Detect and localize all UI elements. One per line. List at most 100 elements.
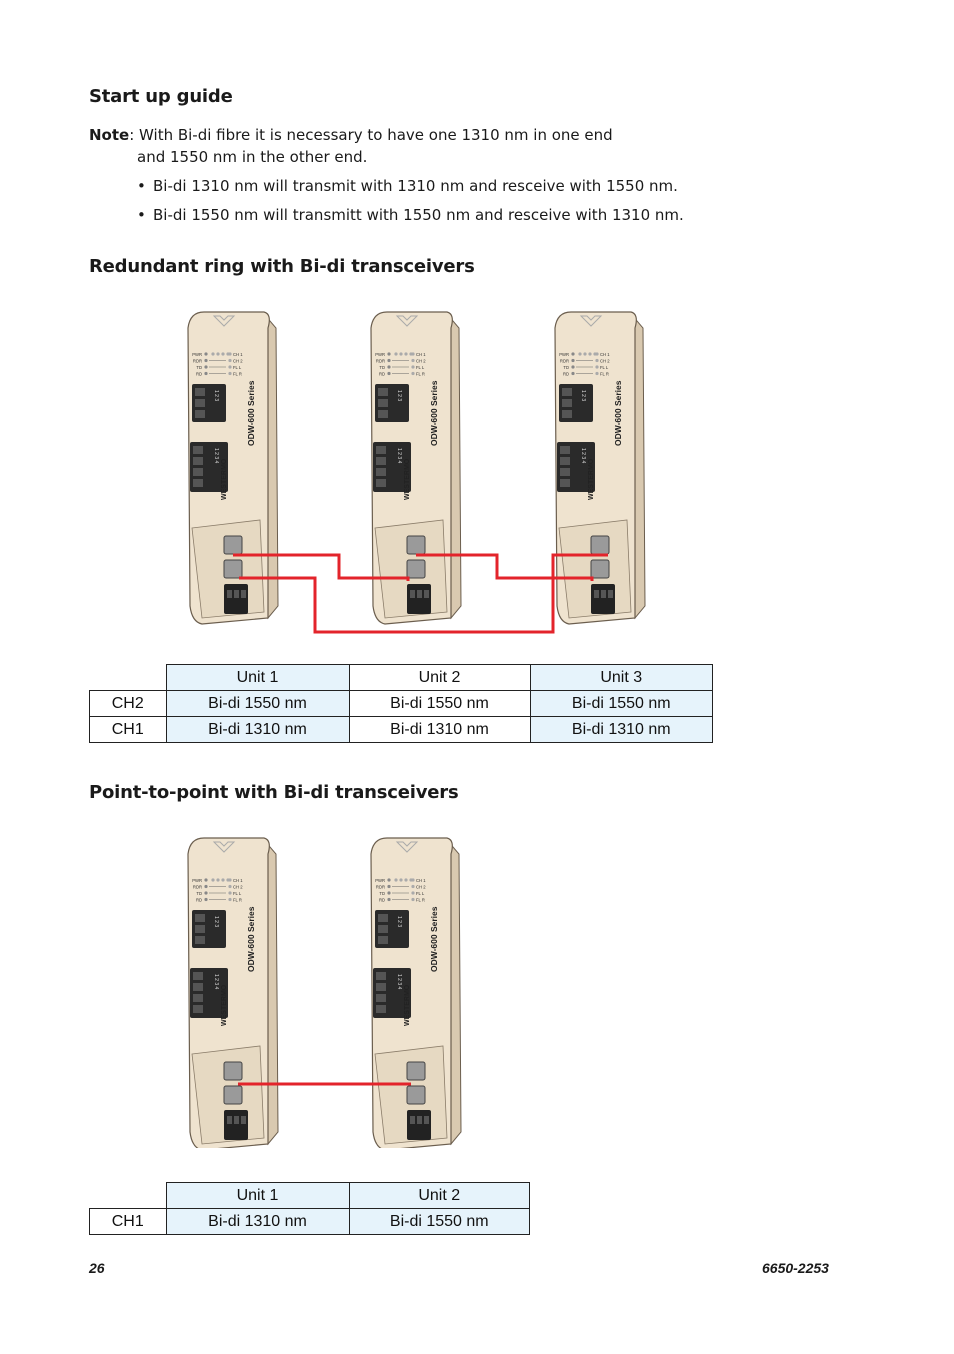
terminal-screw	[376, 972, 386, 980]
terminal-screw	[376, 983, 386, 991]
led-indicator	[387, 891, 391, 895]
led-label: TD	[379, 891, 385, 896]
terminal-screw	[378, 399, 388, 407]
table-header-cell: Unit 2	[348, 1182, 530, 1209]
led-label: CH 2	[233, 359, 243, 364]
table-cell: Bi-di 1310 nm	[165, 716, 350, 743]
power-connector	[224, 1110, 248, 1140]
led-label: FL L	[600, 365, 609, 370]
led-indicator	[411, 358, 415, 363]
power-pin	[594, 590, 599, 598]
led-indicator	[216, 352, 220, 356]
power-pin	[227, 1116, 232, 1124]
terminal-screw	[562, 388, 572, 396]
westermo-top-logo	[579, 315, 603, 327]
table-header-cell: Unit 3	[529, 664, 713, 691]
ring-heading: Redundant ring with Bi-di transceivers	[89, 256, 475, 277]
startup-heading: Start up guide	[89, 86, 233, 107]
led-label: RD	[196, 372, 202, 377]
power-pin	[241, 1116, 246, 1124]
series-label: ODW-600 Series	[429, 906, 439, 972]
led-label: RDR	[193, 885, 202, 890]
led-indicator	[571, 371, 575, 376]
terminal-screw	[193, 457, 203, 465]
led-indicator	[394, 352, 398, 356]
table-corner	[89, 1182, 167, 1209]
terminal-screw	[378, 925, 388, 933]
fibre-port-ch1	[223, 559, 243, 579]
led-indicator	[228, 884, 232, 889]
terminal-screw	[560, 468, 570, 476]
terminal-numbers: 1 2 3	[396, 390, 402, 401]
led-label: RDR	[560, 359, 569, 364]
terminal-screw	[378, 914, 388, 922]
led-indicator	[411, 884, 415, 889]
table-cell: Bi-di 1550 nm	[348, 690, 531, 717]
led-label: RD	[563, 372, 569, 377]
power-pin	[227, 590, 232, 598]
row-label: CH2	[89, 690, 167, 717]
power-pin	[608, 590, 613, 598]
led-label: PWR	[375, 352, 385, 357]
table-header-cell: Unit 1	[165, 1182, 350, 1209]
led-indicator	[204, 891, 208, 895]
led-indicator	[394, 878, 398, 882]
led-label: CH 1	[600, 352, 610, 357]
fibre-link	[239, 553, 608, 634]
power-pin	[601, 590, 606, 598]
terminal-screw	[193, 994, 203, 1002]
table-row: CH2 Bi-di 1550 nm Bi-di 1550 nm Bi-di 15…	[89, 690, 713, 717]
led-indicator	[571, 352, 575, 356]
led-label: RD	[379, 372, 385, 377]
led-label: FL R	[233, 372, 242, 377]
table-cell: Bi-di 1310 nm	[529, 716, 713, 743]
westermo-top-logo	[212, 315, 236, 327]
terminal-numbers: 1 2 3 4	[580, 448, 586, 464]
power-pin	[417, 590, 422, 598]
series-label: ODW-600 Series	[613, 380, 623, 446]
led-indicator	[211, 878, 215, 882]
terminal-screw	[195, 914, 205, 922]
westermo-top-logo	[395, 841, 419, 853]
led-label: FL L	[233, 365, 242, 370]
table-cell: Bi-di 1310 nm	[165, 1208, 350, 1235]
p2p-heading: Point-to-point with Bi-di transceivers	[89, 782, 459, 803]
terminal-screw	[195, 936, 205, 944]
led-indicator	[411, 878, 415, 882]
note-label: Note	[89, 126, 130, 144]
led-indicator	[399, 352, 403, 356]
led-label: CH 1	[416, 878, 426, 883]
led-indicator	[411, 352, 415, 356]
terminal-screw	[376, 479, 386, 487]
led-indicator	[387, 358, 391, 363]
terminal-screw	[562, 399, 572, 407]
brand-label: WESTERMO	[221, 458, 228, 500]
terminal-screw	[376, 457, 386, 465]
led-indicator	[204, 884, 208, 889]
westermo-top-logo	[395, 315, 419, 327]
terminal-numbers: 1 2 3 4	[213, 974, 219, 990]
led-indicator	[204, 365, 208, 369]
bullet-item: •Bi-di 1310 nm will transmit with 1310 n…	[137, 177, 678, 195]
led-indicator	[228, 365, 232, 369]
led-indicator	[571, 365, 575, 369]
brand-label: WESTERMO	[221, 984, 228, 1026]
power-pin	[424, 590, 429, 598]
terminal-numbers: 1 2 3 4	[396, 448, 402, 464]
terminal-numbers: 1 2 3	[213, 916, 219, 927]
led-indicator	[221, 352, 225, 356]
terminal-screw	[378, 936, 388, 944]
led-label: TD	[563, 365, 569, 370]
fibre-port-ch2	[223, 535, 243, 555]
note-paragraph: Note: With Bi-di fibre it is necessary t…	[89, 124, 613, 146]
note-line-1: : With Bi-di fibre it is necessary to ha…	[129, 126, 613, 144]
brand-label: WESTERMO	[588, 458, 595, 500]
led-label: CH 2	[416, 359, 426, 364]
led-indicator	[228, 897, 232, 902]
brand-label: WESTERMO	[404, 984, 411, 1026]
bullet-text: Bi-di 1310 nm will transmit with 1310 nm…	[153, 177, 678, 195]
terminal-screw	[378, 388, 388, 396]
